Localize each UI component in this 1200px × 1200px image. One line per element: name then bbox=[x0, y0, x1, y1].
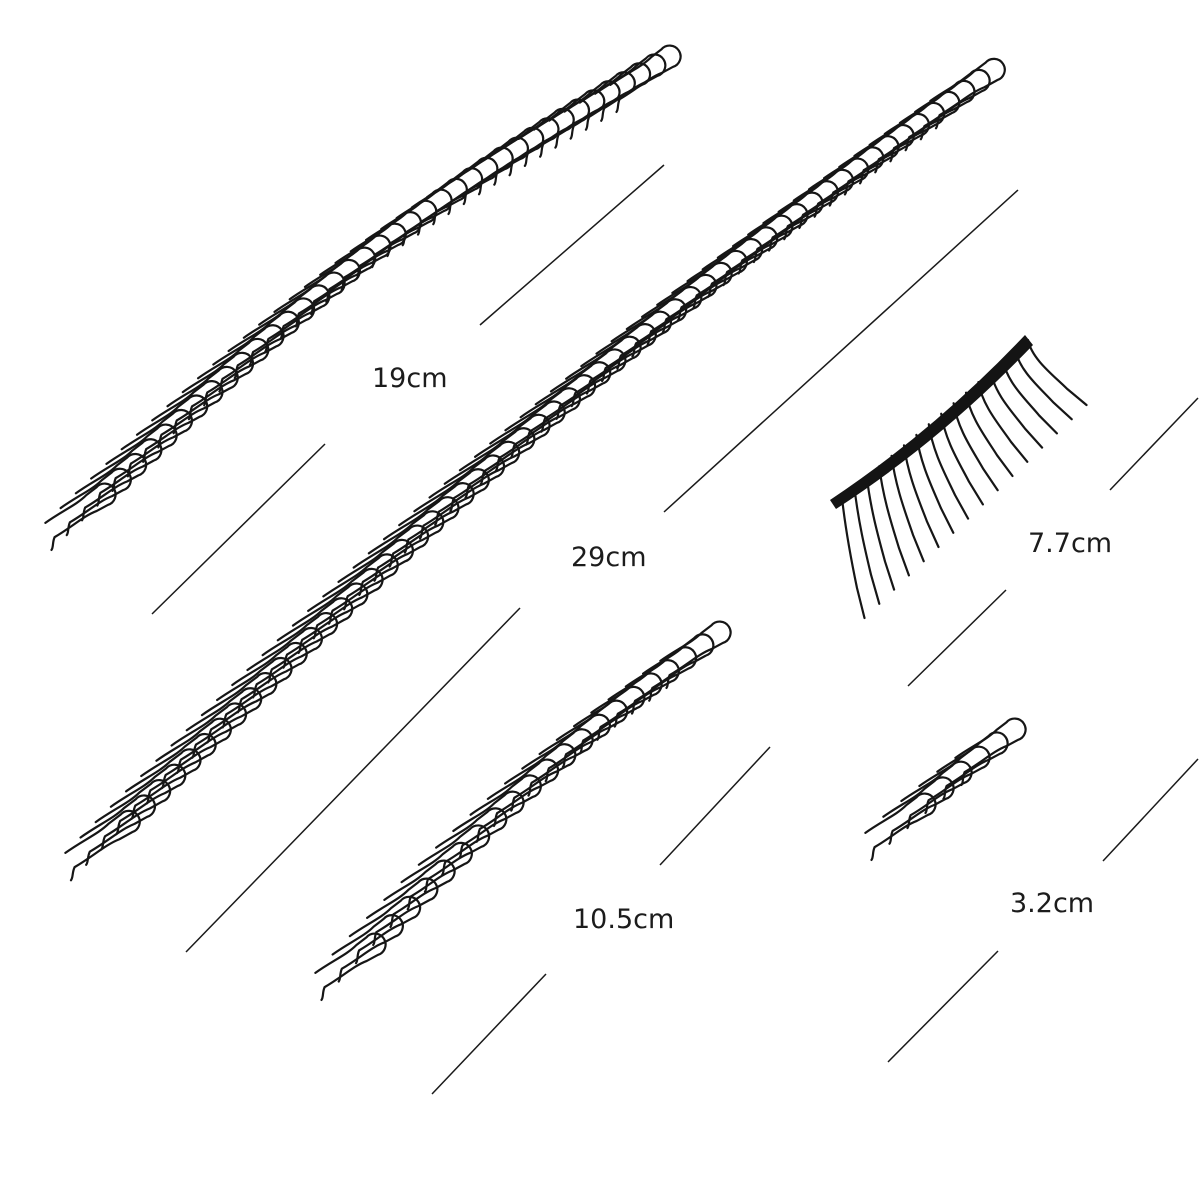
dimension-line-upper bbox=[479, 164, 665, 326]
comb-tooth bbox=[395, 177, 468, 247]
comb-tooth bbox=[380, 188, 453, 258]
dimension-line-upper bbox=[1109, 397, 1199, 491]
comb-7-7cm: 7.7cm bbox=[830, 335, 1199, 687]
comb-tooth bbox=[807, 146, 885, 218]
comb-tooth bbox=[610, 298, 688, 370]
comb-3-2cm: 3.2cm bbox=[864, 717, 1199, 1063]
dimension-line-lower bbox=[151, 443, 326, 615]
comb-tooth bbox=[383, 859, 456, 929]
comb-tooth bbox=[367, 510, 445, 582]
comb-tooth bbox=[331, 914, 404, 983]
comb-tooth bbox=[334, 222, 407, 292]
dimension-line-lower bbox=[185, 607, 521, 953]
comb-tooth bbox=[590, 672, 663, 741]
comb-spine bbox=[830, 335, 1033, 509]
comb-tooth bbox=[929, 57, 1006, 130]
comb-tooth bbox=[954, 717, 1027, 787]
comb-tooth bbox=[731, 203, 809, 275]
comb-tooth bbox=[792, 157, 870, 230]
comb-tooth bbox=[366, 877, 439, 947]
comb-tooth bbox=[1026, 338, 1088, 407]
comb-tooth bbox=[747, 191, 824, 264]
comb-tooth bbox=[319, 234, 392, 303]
comb-teeth bbox=[864, 717, 1027, 862]
size-label-3-2cm: 3.2cm bbox=[1010, 888, 1094, 919]
comb-tooth bbox=[580, 323, 657, 395]
dimension-line-upper bbox=[659, 746, 771, 866]
comb-tooth bbox=[565, 335, 642, 408]
comb-tooth bbox=[469, 774, 542, 843]
comb-tooth bbox=[521, 728, 594, 797]
dimension-line-upper bbox=[663, 189, 1019, 513]
comb-tooth bbox=[840, 496, 866, 620]
comb-tooth bbox=[555, 699, 629, 769]
comb-tooth bbox=[364, 199, 438, 269]
comb-tooth bbox=[900, 760, 973, 830]
comb-tooth bbox=[456, 136, 529, 206]
comb-tooth bbox=[890, 454, 925, 563]
comb-tooth bbox=[273, 271, 346, 340]
comb-tooth bbox=[410, 167, 484, 236]
comb-tooth bbox=[936, 731, 1009, 800]
comb-10-5cm: 10.5cm bbox=[314, 620, 771, 1095]
comb-tooth bbox=[659, 620, 732, 690]
comb-tooth bbox=[716, 214, 794, 287]
comb-19cm: 19cm bbox=[44, 44, 682, 615]
size-label-29cm: 29cm bbox=[571, 542, 647, 573]
comb-tooth bbox=[625, 286, 703, 358]
comb-tooth bbox=[640, 273, 718, 346]
comb-teeth bbox=[44, 44, 682, 552]
dimension-line-lower bbox=[887, 950, 999, 1063]
comb-tooth bbox=[671, 249, 748, 322]
comb-tooth bbox=[656, 261, 733, 334]
comb-teeth bbox=[64, 57, 1006, 882]
comb-tooth bbox=[883, 90, 961, 163]
comb-tooth bbox=[864, 792, 937, 862]
comb-tooth bbox=[382, 496, 460, 568]
comb-tooth bbox=[398, 482, 475, 554]
size-label-19cm: 19cm bbox=[372, 363, 448, 394]
comb-29cm: 29cm bbox=[64, 57, 1019, 953]
dimension-line-lower bbox=[431, 973, 547, 1095]
dimension-line-upper bbox=[1102, 758, 1199, 862]
comb-tooth bbox=[549, 348, 627, 420]
comb-tooth bbox=[777, 168, 855, 241]
comb-teeth bbox=[314, 620, 732, 1002]
comb-tooth bbox=[868, 101, 946, 174]
comb-tooth bbox=[853, 112, 930, 185]
comb-tooth bbox=[701, 226, 779, 298]
size-label-7-7cm: 7.7cm bbox=[1028, 528, 1112, 559]
comb-tooth bbox=[288, 258, 361, 328]
comb-tooth bbox=[918, 745, 991, 815]
comb-tooth bbox=[762, 180, 839, 252]
comb-tooth bbox=[573, 685, 646, 755]
comb-tooth bbox=[441, 146, 514, 216]
comb-tooth bbox=[314, 932, 387, 1002]
comb-tooth bbox=[348, 895, 422, 965]
comb-tooth bbox=[823, 135, 900, 207]
comb-tooth bbox=[538, 713, 611, 783]
comb-tooth bbox=[303, 246, 377, 316]
comb-tooth bbox=[595, 310, 672, 383]
comb-tooth bbox=[865, 475, 896, 591]
comb-tooth bbox=[686, 238, 764, 310]
comb-tooth bbox=[609, 44, 682, 114]
comb-tooth bbox=[914, 68, 991, 141]
comb-tooth bbox=[417, 824, 491, 893]
comb-tooth bbox=[838, 124, 915, 196]
comb-tooth bbox=[853, 486, 881, 605]
size-label-10-5cm: 10.5cm bbox=[573, 904, 674, 935]
comb-tooth bbox=[349, 211, 423, 280]
comb-tooth bbox=[898, 79, 976, 152]
dimension-line-lower bbox=[907, 589, 1007, 687]
comb-tooth bbox=[426, 156, 499, 226]
comb-tooth bbox=[400, 841, 473, 911]
